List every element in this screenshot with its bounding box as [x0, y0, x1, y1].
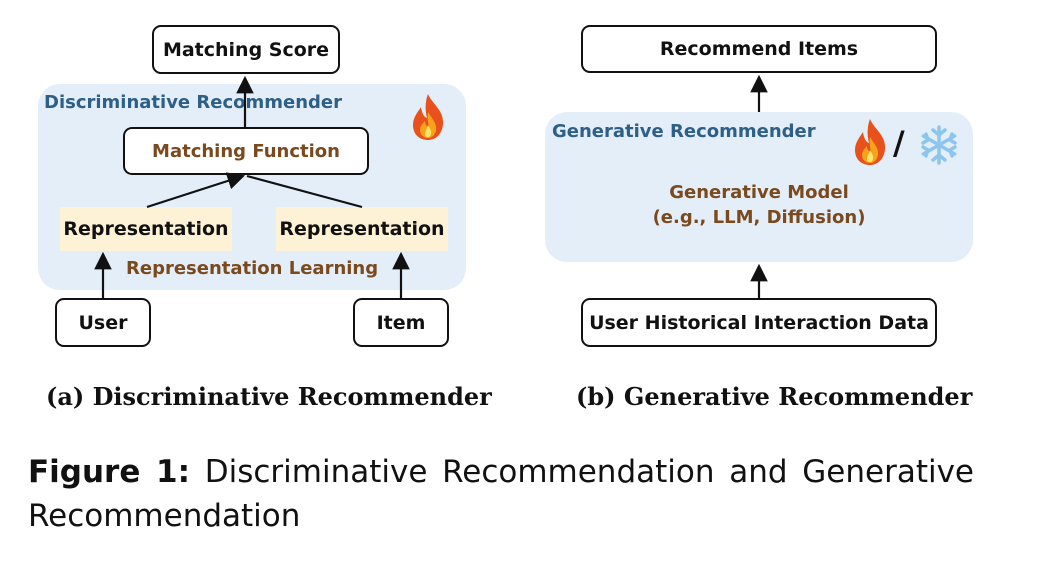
- representation-learning-label: Representation Learning: [126, 258, 379, 279]
- figure-text: Discriminative Recommendation and Genera…: [28, 454, 974, 534]
- caption-b: (b) Generative Recommender: [576, 382, 973, 411]
- icon-separator: /: [893, 124, 905, 162]
- generative-panel-label: Generative Recommender: [552, 121, 816, 142]
- line-rep-user-to-function: [146, 172, 246, 209]
- matching-score-box: Matching Score: [152, 25, 340, 74]
- generative-model-line2: (e.g., LLM, Diffusion): [652, 207, 866, 228]
- user-box: User: [55, 298, 151, 347]
- matching-function-box: Matching Function: [123, 127, 369, 175]
- snowflake-icon: [921, 125, 957, 165]
- figure-label: Figure 1:: [28, 454, 190, 490]
- generative-model-line1: Generative Model: [669, 182, 849, 203]
- user-history-box: User Historical Interaction Data: [581, 298, 937, 347]
- representation-user-box: Representation: [60, 207, 232, 251]
- item-box: Item: [353, 298, 449, 347]
- fire-icon: [413, 94, 444, 140]
- fire-icon: [855, 119, 886, 165]
- representation-item-box: Representation: [276, 207, 448, 251]
- generative-panel: [545, 112, 973, 262]
- recommend-items-box: Recommend Items: [581, 25, 937, 73]
- discriminative-panel-label: Discriminative Recommender: [44, 92, 343, 113]
- line-rep-item-to-function: [246, 174, 363, 209]
- caption-a: (a) Discriminative Recommender: [46, 382, 492, 411]
- figure-caption: Figure 1: Discriminative Recommendation …: [28, 450, 974, 538]
